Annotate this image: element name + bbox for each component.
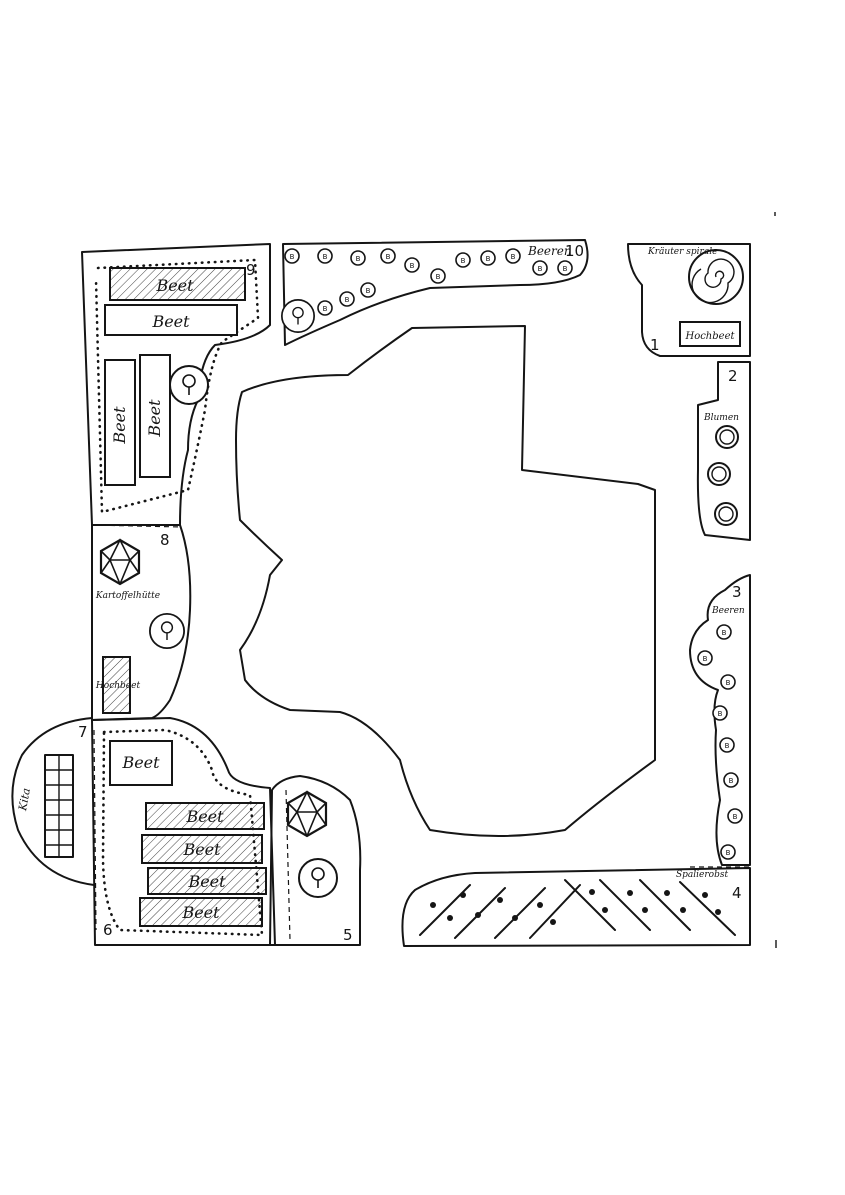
svg-text:B: B: [290, 253, 295, 261]
svg-text:B: B: [511, 253, 516, 261]
zone-1-herb-spiral: Kräuter spirale Hochbeet 1: [627, 243, 751, 357]
svg-text:B: B: [726, 679, 731, 687]
spiral-icon: [688, 249, 744, 305]
svg-text:B: B: [718, 710, 723, 718]
bed-label: Beet: [110, 406, 129, 445]
svg-text:B: B: [386, 253, 391, 261]
svg-text:B: B: [410, 262, 415, 270]
zone-number-3: 3: [732, 583, 742, 601]
zone-5-dome: 5: [269, 775, 362, 946]
zone-number-10: 10: [565, 242, 584, 260]
kita-grid: [44, 754, 74, 858]
zone-number-1: 1: [650, 336, 660, 354]
svg-text:B: B: [726, 849, 731, 857]
bed-label: Beet: [181, 903, 220, 922]
bed: [141, 834, 263, 864]
svg-text:B: B: [461, 257, 466, 265]
bed-label: Beet: [145, 399, 164, 438]
svg-text:B: B: [323, 253, 328, 261]
bed-label: Beet: [185, 807, 224, 826]
bed-label: Beet: [187, 872, 226, 891]
svg-text:B: B: [356, 255, 361, 263]
tree-icon: [298, 858, 338, 898]
central-lawn: [235, 325, 656, 837]
bed-label: Beet: [151, 312, 190, 331]
raised-bed: [102, 656, 131, 714]
bed: [139, 897, 263, 927]
berries-label-right: Beeren: [711, 606, 745, 616]
svg-text:B: B: [436, 273, 441, 281]
dome-icon: [99, 538, 141, 586]
svg-text:B: B: [722, 629, 727, 637]
bed-label: Beet: [182, 840, 221, 859]
svg-text:B: B: [563, 265, 568, 273]
bed: [109, 267, 246, 301]
zone-number-7: 7: [78, 723, 88, 741]
zone-9-beds: Beet Beet Beet Beet 9: [81, 243, 271, 526]
zone-number-5: 5: [343, 926, 353, 944]
svg-text:B: B: [733, 813, 738, 821]
raised-bed: [679, 321, 741, 347]
zone-4-espalier: Spalierobst 4: [401, 866, 751, 947]
svg-text:B: B: [345, 296, 350, 304]
svg-text:B: B: [366, 287, 371, 295]
zone-number-9: 9: [246, 261, 256, 279]
svg-text:B: B: [703, 655, 708, 663]
zone-6-beds: Beet Beet Beet Beet Beet 6: [91, 717, 276, 946]
berries-label-top: Beeren: [527, 244, 572, 258]
dome-icon: [286, 790, 328, 838]
svg-text:B: B: [538, 265, 543, 273]
zone-3-berries: 3 Beeren B B B B B B B B: [689, 574, 751, 866]
tree-icon: [281, 299, 315, 333]
bed: [109, 740, 173, 786]
svg-text:B: B: [323, 305, 328, 313]
bed-label: Beet: [155, 276, 194, 295]
zone-number-2: 2: [728, 367, 738, 385]
raised-bed-label: Hochbeet: [684, 331, 735, 342]
svg-text:B: B: [725, 742, 730, 750]
bed: [139, 354, 171, 478]
espalier-rows: [419, 879, 736, 939]
herb-spiral-label: Kräuter spirale: [647, 247, 717, 257]
potato-hut-label: Kartoffelhütte: [95, 591, 160, 601]
svg-text:B: B: [486, 255, 491, 263]
bed: [147, 867, 267, 895]
svg-text:B: B: [729, 777, 734, 785]
zone-number-4: 4: [732, 884, 742, 902]
tree-icon: [169, 365, 209, 405]
bed: [104, 359, 136, 486]
zone-2-flowers: 2 Blumen: [696, 361, 751, 541]
zone-number-8: 8: [160, 531, 170, 549]
zone-7-kita: 7 Kita: [11, 717, 97, 931]
tree-icon: [149, 613, 186, 649]
zone-10-berries: Beeren 10 B B B B B B B B B B B B B B: [281, 239, 589, 346]
flowers-label: Blumen: [703, 413, 739, 423]
zone-number-6: 6: [103, 921, 113, 939]
bed: [145, 802, 265, 830]
zone-8-potato-hut: 8 Kartoffelhütte Hochbeet: [91, 524, 192, 721]
raised-bed-label: Hochbeet: [95, 681, 141, 691]
bed: [104, 304, 238, 336]
espalier-label: Spalierobst: [676, 870, 728, 880]
kita-label: Kita: [16, 787, 33, 813]
bed-label: Beet: [121, 753, 160, 772]
